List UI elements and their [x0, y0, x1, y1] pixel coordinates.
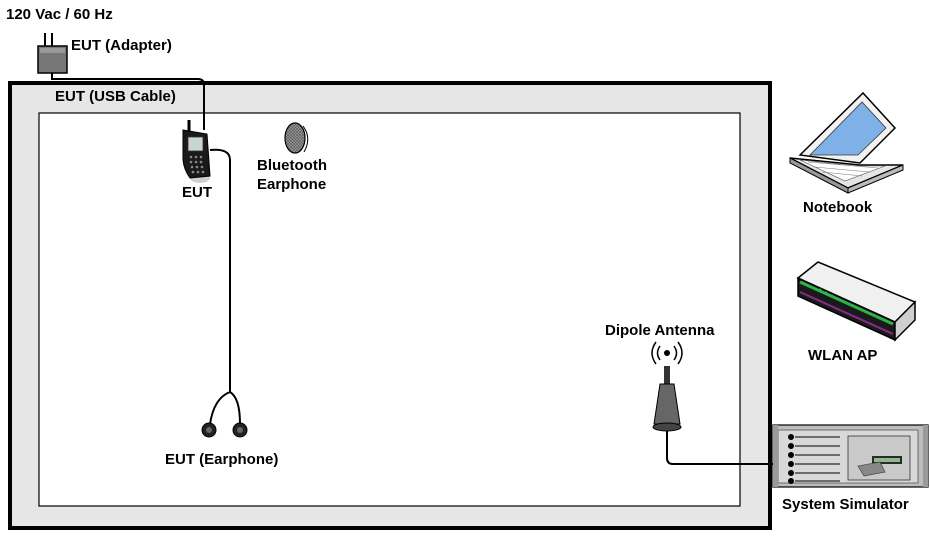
system-simulator-icon: [772, 424, 929, 488]
power-adapter-icon: [37, 33, 68, 74]
dipole-antenna-icon: [651, 341, 683, 432]
antenna-cable: [666, 431, 790, 465]
earphone-label: EUT (Earphone): [165, 451, 279, 468]
usb-cable: [51, 73, 205, 130]
notebook-label: Notebook: [803, 199, 873, 216]
wlan-router-icon: [796, 261, 917, 342]
wlan-ap-label: WLAN AP: [808, 347, 878, 364]
power-label: 120 Vac / 60 Hz: [6, 6, 113, 23]
usb-cable-label: EUT (USB Cable): [55, 88, 176, 105]
wired-earphone-icon: [201, 422, 248, 438]
adapter-label: EUT (Adapter): [71, 37, 172, 54]
earphone-cable: [209, 148, 241, 425]
system-simulator-label: System Simulator: [782, 496, 909, 513]
bluetooth-label-line2: Earphone: [257, 176, 327, 193]
notebook-icon: [789, 91, 904, 194]
dipole-antenna-label: Dipole Antenna: [605, 322, 715, 339]
chamber-inner: [38, 112, 741, 507]
mobile-phone-icon: [182, 120, 211, 183]
bluetooth-earphone-icon: [284, 122, 309, 154]
eut-label: EUT: [182, 184, 212, 201]
bluetooth-label-line1: Bluetooth: [257, 157, 327, 174]
